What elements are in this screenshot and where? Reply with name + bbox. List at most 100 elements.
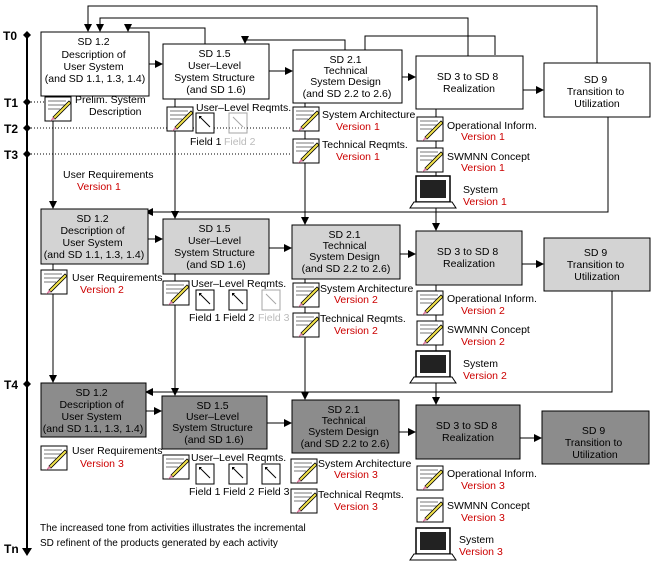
document-icon (416, 147, 444, 173)
t0-label: T0 (3, 29, 17, 43)
row1-technical-reqmts: Technical Reqmts. (322, 139, 408, 151)
prelim-label-2: Description (89, 106, 142, 118)
row2-sd21-text: SD 2.1 Technical System Design (and SD 2… (302, 229, 391, 275)
field-icon (195, 463, 215, 485)
row-1: SD 1.2 Description of User System (and S… (40, 31, 651, 118)
row2-user-requirements: User Requirements (72, 272, 162, 284)
document-icon (290, 458, 318, 484)
computer-icon (409, 527, 457, 561)
row3-sd12-text: SD 1.2 Description of User System (and S… (43, 387, 143, 435)
document-icon (162, 454, 190, 480)
timeline-marker-t0: T0 (3, 29, 31, 43)
row-2: SD 1.2 Description of User System (and S… (40, 208, 651, 292)
footnote-line-2: SD refinent of the products generated by… (40, 538, 278, 549)
field-icon (228, 289, 248, 311)
field-icon-faded (228, 112, 248, 134)
footnote-line-1: The increased tone from activities illus… (40, 523, 306, 534)
row3-field1: Field 1 (189, 486, 221, 498)
row2-sd12-box[interactable] (40, 208, 149, 265)
row3-arrows (146, 407, 542, 442)
row2-field3: Field 3 (258, 312, 290, 324)
row2-swmnn-version: Version 2 (461, 336, 505, 348)
t3-label: T3 (4, 148, 18, 162)
document-icon (40, 269, 68, 295)
row2-sysarch-version: Version 2 (334, 294, 378, 306)
row3-field2: Field 2 (223, 486, 255, 498)
row2-field2: Field 2 (223, 312, 255, 324)
row1-system-version: Version 1 (463, 196, 507, 208)
row1-operational-inform: Operational Inform. (447, 120, 537, 132)
row3-field3: Field 3 (258, 486, 290, 498)
computer-icon (409, 350, 457, 384)
row1-swmnn-version: Version 1 (461, 162, 505, 174)
row1-system-architecture: System Architecture (322, 109, 416, 121)
field-icon (228, 463, 248, 485)
row3-technical-reqmts: Technical Reqmts. (318, 489, 404, 501)
row1-sd21-text: SD 2.1 Technical System Design (and SD 2… (303, 54, 392, 100)
field-icon (195, 112, 215, 134)
row2-sd21-box[interactable] (291, 224, 401, 280)
timeline-marker-t3: T3 (4, 148, 31, 162)
row1-techreq-version: Version 1 (336, 151, 380, 163)
row1-userreq-version: Version 1 (77, 181, 121, 193)
row1-user-requirements: User Requirements (63, 169, 153, 181)
row3-user-requirements: User Requirements (72, 445, 162, 457)
row2-sd12-text: SD 1.2 Description of User System (and S… (44, 213, 144, 261)
row1-sd12-box[interactable] (40, 31, 150, 97)
row2-sd15-box[interactable] (162, 218, 270, 275)
t2-label: T2 (4, 122, 18, 136)
row1-swmnn-concept: SWMNN Concept (447, 151, 530, 163)
row1-sd9-box[interactable] (543, 62, 651, 118)
row-3: SD 1.2 Description of User System (and S… (40, 382, 650, 465)
row3-operational-inform: Operational Inform. (447, 468, 537, 480)
row1-sd15-text: SD 1.5 User–Level System Structure (and … (174, 48, 257, 96)
row3-swmnn-version: Version 3 (461, 512, 505, 524)
row3-sd9-box[interactable] (541, 410, 650, 465)
document-icon (416, 290, 444, 316)
row1-sd15-box[interactable] (162, 43, 270, 100)
document-icon (416, 116, 444, 142)
row3-sd12-box[interactable] (40, 382, 147, 438)
row1-sysarch-version: Version 1 (336, 121, 380, 133)
document-icon (290, 488, 318, 514)
t4-label: T4 (4, 378, 18, 392)
timeline-marker-t1: T1 (4, 96, 31, 110)
row2-system-version: Version 2 (463, 370, 507, 382)
t1-label: T1 (4, 96, 18, 110)
document-icons (40, 96, 444, 523)
tn-label: Tn (4, 542, 19, 556)
row3-sd15-text: SD 1.5 User–Level System Structure (and … (172, 400, 255, 446)
document-icon (44, 96, 72, 122)
field-icon (261, 463, 281, 485)
row1-sd38-text: SD 3 to SD 8 Realization (437, 71, 501, 95)
document-icon (292, 106, 320, 132)
timeline: T0 T1 T2 T3 T4 Tn (3, 29, 290, 556)
field-icons (195, 112, 281, 485)
document-icon (416, 465, 444, 491)
row1-opinf-version: Version 1 (461, 131, 505, 143)
row1-sd12-text: SD 1.2 Description of User System (and S… (45, 36, 145, 85)
row2-sd38-box[interactable] (415, 230, 523, 286)
prelim-label-1: Prelim. System (75, 94, 146, 106)
row3-sysarch-version: Version 3 (334, 469, 378, 481)
row3-sd9-text: SD 9 Transition to Utilization (565, 425, 625, 461)
product-labels: Prelim. System Description User–Level Re… (63, 94, 537, 558)
row1-field1: Field 1 (190, 136, 222, 148)
row2-sd9-box[interactable] (543, 237, 651, 292)
row2-techreq-version: Version 2 (334, 325, 378, 337)
row1-sd38-box[interactable] (415, 55, 524, 110)
row3-sd38-box[interactable] (415, 404, 521, 460)
row2-sd9-text: SD 9 Transition to Utilization (567, 247, 627, 283)
timeline-marker-t4: T4 (4, 378, 31, 392)
row3-sd15-box[interactable] (161, 395, 268, 450)
document-icon (292, 138, 320, 164)
row3-swmnn-concept: SWMNN Concept (447, 500, 530, 512)
row3-sd21-box[interactable] (291, 399, 400, 454)
footnote: The increased tone from activities illus… (40, 523, 306, 549)
row2-operational-inform: Operational Inform. (447, 293, 537, 305)
row3-techreq-version: Version 3 (334, 501, 378, 513)
row2-swmnn-concept: SWMNN Concept (447, 324, 530, 336)
document-icon (292, 282, 320, 308)
